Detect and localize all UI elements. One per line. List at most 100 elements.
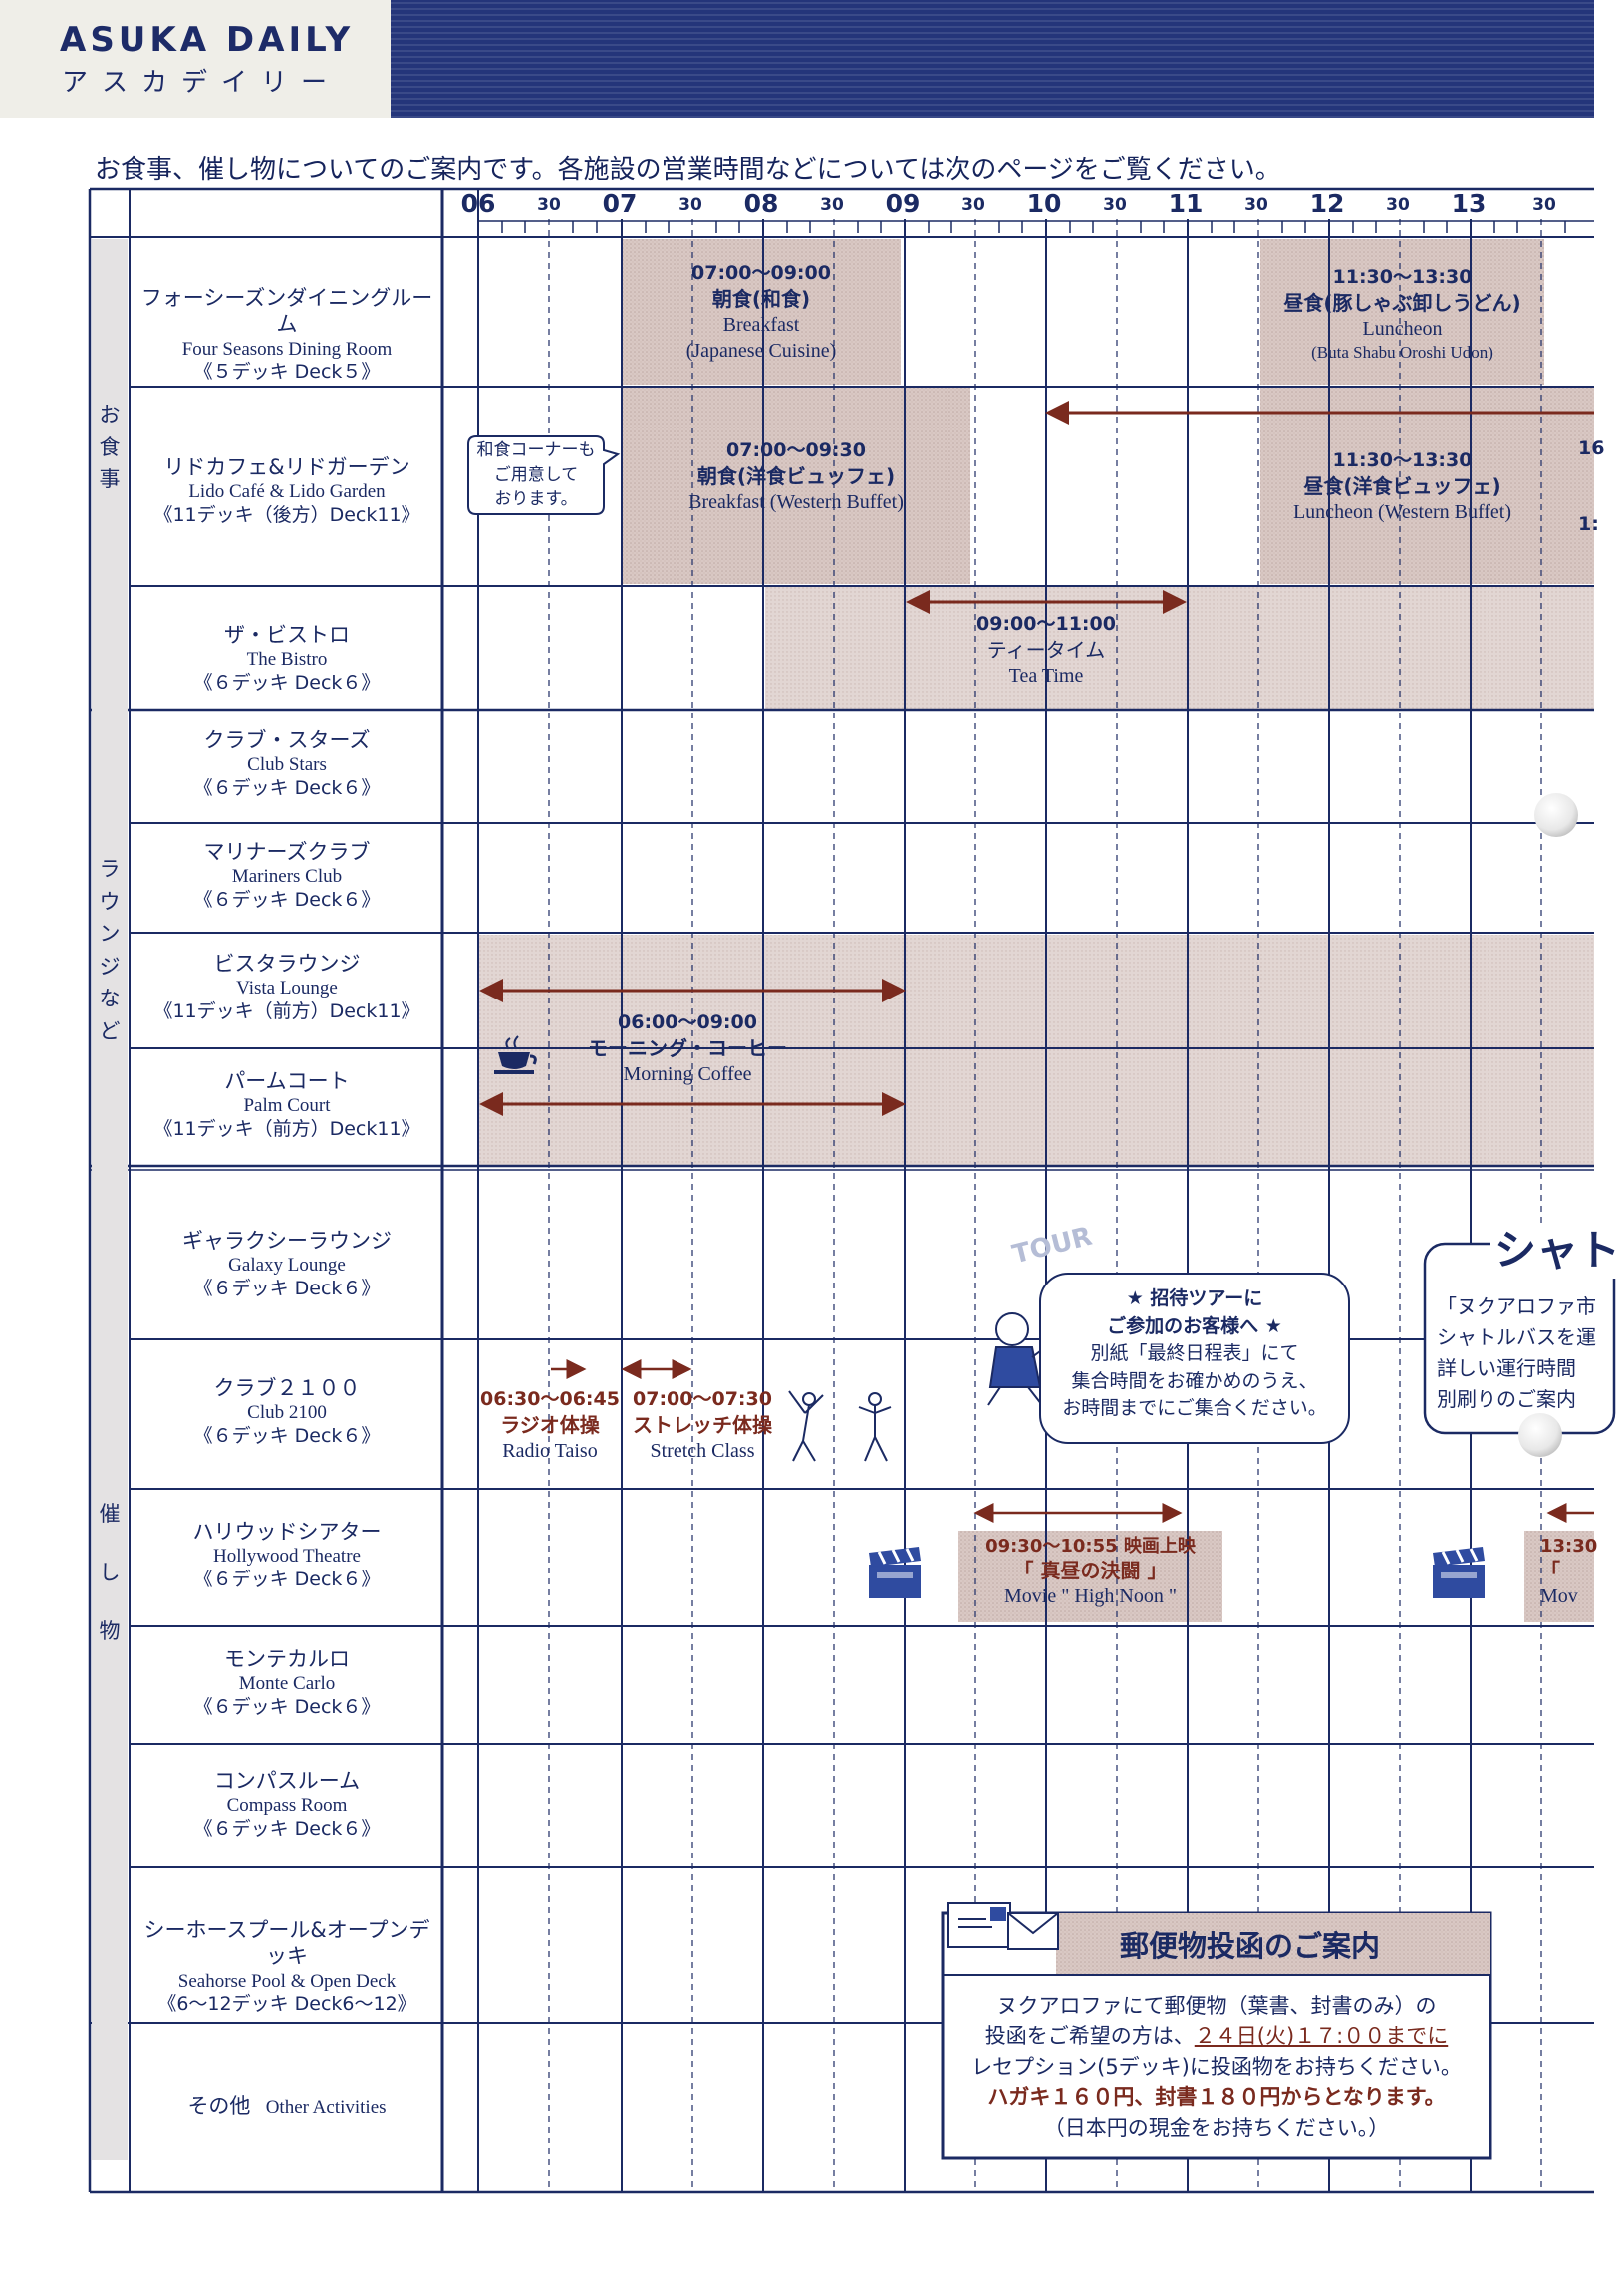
event-title-jp: ストレッチ体操	[633, 1412, 772, 1437]
event-title-en: Luncheon (Western Buffet)	[1292, 500, 1512, 523]
category-char: お	[99, 403, 121, 427]
venue-jp: コンパスルーム	[213, 1769, 361, 1793]
event-title-en: Breakfast	[722, 313, 800, 336]
event-four-seasons-lunch: 11:30～13:30 昼食(豚しゃぶ卸しうどん) Luncheon (Buta…	[1260, 265, 1544, 364]
hour-label: 11	[1168, 189, 1204, 218]
venue-jp: ハリウッドシアター	[192, 1520, 382, 1544]
row-lines	[88, 187, 1594, 2194]
event-time: 07:00～07:30	[633, 1388, 772, 1410]
brand-title: ASUKA DAILY	[60, 20, 355, 60]
venue-jp: マリナーズクラブ	[203, 840, 371, 864]
venue-deck: 《６デッキ Deck６》	[193, 1818, 381, 1840]
venue-deck: 《11デッキ（前方）Deck11》	[153, 1118, 420, 1140]
venue-jp: フォーシーズンダイニングルーム	[140, 286, 433, 337]
lido-note-text: 和食コーナーも ご用意して おります。	[468, 438, 604, 512]
event-title-en: Morning Coffee	[623, 1062, 752, 1085]
venue-seahorse-pool: シーホースプール&オープンデッキ Seahorse Pool & Open De…	[134, 1917, 440, 2017]
event-time: 13:30	[1540, 1536, 1598, 1557]
mail-line: （日本円の現金をお持ちください。）	[1043, 2115, 1390, 2140]
event-time: 09:00～11:00	[976, 613, 1116, 635]
category-char: 物	[99, 1618, 121, 1643]
note-line: おります。	[494, 489, 578, 510]
category-char: ウ	[99, 889, 121, 914]
category-dining: お食事	[95, 399, 125, 496]
category-char: し	[99, 1560, 121, 1584]
venue-jp: ビスタラウンジ	[213, 952, 361, 976]
half-label: 30	[537, 195, 561, 215]
event-subtitle-en: (Buta Shabu Oroshi Udon)	[1311, 342, 1493, 362]
venue-deck: 《６デッキ Deck６》	[193, 777, 381, 799]
venue-palm-court: パームコート Palm Court 《11デッキ（前方）Deck11》	[134, 1068, 440, 1142]
ruler-ticks	[478, 220, 1594, 233]
venue-en: Seahorse Pool & Open Deck	[177, 1970, 397, 1992]
category-char: 食	[99, 434, 121, 459]
category-char: ン	[99, 922, 121, 947]
category-char: ど	[99, 1018, 121, 1043]
category-column-bg	[92, 239, 128, 2160]
category-char: 催	[99, 1502, 121, 1526]
event-title-en: Breakfast (Western Buffet)	[688, 490, 904, 513]
event-title-jp: ラジオ体操	[500, 1412, 600, 1437]
lido-note-bubble	[467, 435, 621, 515]
tour-line: ご参加のお客様へ ★	[1107, 1314, 1282, 1337]
header-decoration	[391, 0, 1594, 118]
venue-deck: 《11デッキ（後方）Deck11》	[153, 504, 420, 526]
event-movie-cut: 13:30 「 Mov	[1540, 1535, 1597, 1609]
shuttle-line: 「ヌクアロファ市	[1437, 1294, 1596, 1318]
header-brand-panel: ASUKA DAILY アスカデイリー	[0, 0, 391, 118]
venue-en: Other Activities	[265, 2097, 387, 2118]
event-movie: 09:30～10:55 映画上映 「 真昼の決闘 」 Movie " High …	[958, 1535, 1222, 1609]
event-time: 11:30～13:30	[1332, 266, 1473, 288]
category-char: ラ	[99, 857, 121, 881]
event-title-en: Radio Taiso	[502, 1439, 598, 1462]
venue-vista-lounge: ビスタラウンジ Vista Lounge 《11デッキ（前方）Deck11》	[134, 951, 440, 1024]
shuttle-notice-title: シャト	[1490, 1224, 1624, 1279]
mail-line: ヌクアロファにて郵便物（葉書、封書のみ）の	[996, 1994, 1437, 2018]
half-label: 30	[820, 195, 844, 215]
venue-club-2100: クラブ２１００ Club 2100 《６デッキ Deck６》	[134, 1375, 440, 1449]
event-title-jp: モーニング・コーヒー	[588, 1035, 787, 1060]
half-label: 30	[1244, 195, 1268, 215]
envelope-icon	[947, 1902, 1059, 1950]
venue-en: Galaxy Lounge	[228, 1255, 346, 1277]
venue-bistro: ザ・ビストロ The Bistro 《６デッキ Deck６》	[134, 622, 440, 696]
event-bistro-tea: 09:00～11:00 ティータイム Tea Time	[909, 612, 1184, 689]
venue-en: Mariners Club	[231, 866, 343, 888]
note-line: 和食コーナーも	[476, 440, 596, 460]
mail-price-line: ハガキ１６０円、封書１８０円からとなります。	[987, 2085, 1446, 2110]
tour-notice-bubble	[1039, 1273, 1350, 1444]
venue-en: Monte Carlo	[238, 1673, 336, 1695]
venue-galaxy-lounge: ギャラクシーラウンジ Galaxy Lounge 《６デッキ Deck６》	[134, 1228, 440, 1301]
venue-deck: 《６デッキ Deck６》	[193, 889, 381, 911]
event-title-en: Mov	[1540, 1585, 1578, 1608]
venue-deck: 《６デッキ Deck６》	[193, 672, 381, 694]
hour-label: 12	[1309, 189, 1345, 218]
venue-jp: クラブ２１００	[213, 1376, 361, 1400]
venue-deck: 《６デッキ Deck６》	[193, 1696, 381, 1718]
venue-jp: その他	[187, 2094, 251, 2118]
hour-label: 09	[885, 189, 921, 218]
event-title-en: Luncheon	[1362, 317, 1443, 340]
venue-en: The Bistro	[246, 649, 328, 671]
half-label: 30	[1386, 195, 1410, 215]
tour-line: ★ 招待ツアーに	[1126, 1287, 1263, 1309]
venue-en: Hollywood Theatre	[213, 1546, 361, 1568]
event-subtitle-en: (Japanese Cuisine)	[685, 339, 837, 362]
venue-deck: 《6～12デッキ Deck6～12》	[157, 1993, 416, 2016]
venue-en: Compass Room	[226, 1795, 348, 1817]
hour-label: 08	[743, 189, 779, 218]
event-time: 07:00～09:00	[691, 262, 831, 284]
mail-line-2: 投函をご希望の方は、２４日(火)１７:００までに	[943, 2021, 1490, 2051]
clapperboard-icon	[869, 1547, 921, 1598]
shuttle-line: 別刷りのご案内	[1437, 1387, 1576, 1411]
category-char: な	[99, 987, 121, 1011]
venue-jp: リドカフェ&リドガーデン	[163, 455, 410, 479]
event-morning-coffee: 06:00～09:00 モーニング・コーヒー Morning Coffee	[538, 1010, 837, 1087]
event-stretch-class: 07:00～07:30 ストレッチ体操 Stretch Class	[628, 1387, 777, 1464]
hour-label: 07	[602, 189, 638, 218]
half-label: 30	[678, 195, 702, 215]
tour-notice-text: ★ 招待ツアーに ご参加のお客様へ ★ 別紙「最終日程表」にて 集合時間をお確か…	[1040, 1285, 1349, 1423]
event-title-jp: 朝食(洋食ビュッフェ)	[696, 463, 896, 488]
venue-en: Club 2100	[247, 1402, 327, 1424]
